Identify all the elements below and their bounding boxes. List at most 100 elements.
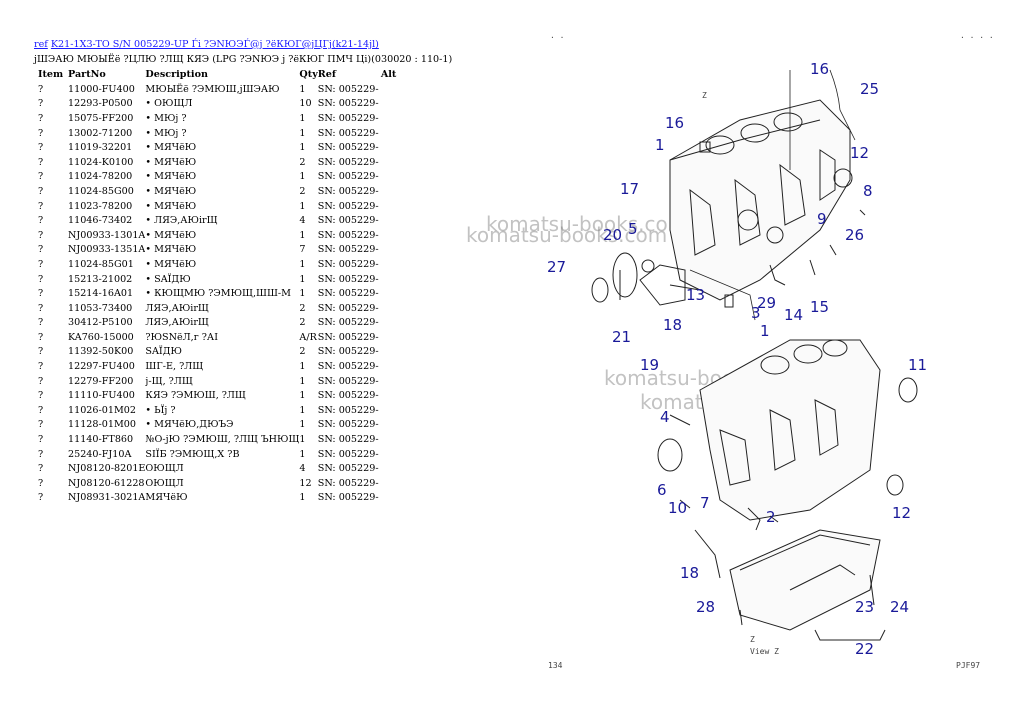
watermark: komatsu-books.com [466,223,668,247]
qty-cell: A/R [299,331,317,343]
description-cell: • ЛЯЭ,АЮirЩ [145,215,218,227]
callout-1-upper: 1 [655,136,665,154]
callout-8: 8 [863,182,873,200]
description-cell: • МЯЧёЮ,ДЮЪЭ [145,419,234,431]
corner-mark: · · · · [960,33,994,42]
alt-cell [379,287,399,302]
description-cell: • МЯЧёЮ [145,171,197,183]
description-cell: ЛЯЭ,АЮirЩ [145,302,209,314]
alt-cell [379,273,399,288]
part-number-cell: 11392-50K00 [68,346,134,358]
description-cell: • МЯЧёЮ [145,258,197,270]
description-cell: ОЮЩЛ [145,463,184,475]
qty-cell: 4 [299,463,306,475]
ref-cell: SN: 005229- [317,331,379,343]
ref-cell: SN: 005229- [317,171,379,183]
alt-cell [379,185,399,200]
callout-28: 28 [696,598,715,616]
description-cell: ?ЮSNёЛ,г ?АI [145,331,218,343]
part-number-cell: 30412-P5100 [68,317,133,329]
header-line: ref K21-1X3-TO S/N 005229-UP Ѓі ?ЭNЮЭЃ@j… [34,38,404,53]
ref-cell: SN: 005229- [317,419,379,431]
item-cell: ? [38,492,44,504]
ref-cell: SN: 005229- [317,302,379,314]
part-number-cell: 12293-P0500 [68,98,133,110]
ref-cell: SN: 005229- [317,156,379,168]
part-number-cell: 11019-32201 [68,142,133,154]
callout-12-lower: 12 [892,504,911,522]
callout-24: 24 [890,598,909,616]
item-cell: ? [38,463,44,475]
qty-cell: 1 [299,258,306,270]
description-cell: • МЮj ? [145,127,187,139]
column-header-alt: Alt [380,69,397,81]
item-cell: ? [38,390,44,402]
qty-cell: 10 [299,98,312,110]
ref-link[interactable]: ref [34,39,48,50]
ref-cell: SN: 005229- [317,273,379,285]
part-number-cell: 11128-01M00 [68,419,136,431]
alt-cell [379,97,399,112]
callout-16: 16 [665,114,684,132]
alt-cell [379,448,399,463]
alt-cell [379,258,399,273]
part-number-cell: 12297-FU400 [68,361,135,373]
item-cell: ? [38,215,44,227]
page-number-left: 134 [548,661,563,670]
callout-1-lower: 1 [760,322,770,340]
qty-cell: 1 [299,273,306,285]
alt-cell [379,375,399,390]
description-cell: SAЇДЮ [145,346,182,358]
qty-cell: 1 [299,142,306,154]
watermark: komatsu-books.com [486,212,688,236]
alt-cell [379,433,399,448]
callout-15: 15 [810,298,829,316]
callout-4: 4 [660,408,670,426]
page-number-right: PJF97 [956,661,980,670]
ref-cell: SN: 005229- [317,185,379,197]
qty-cell: 2 [299,346,306,358]
part-number-cell: 11140-FT860 [68,434,134,446]
item-cell: ? [38,200,44,212]
part-number-cell: 15214-16A01 [68,288,134,300]
item-cell: ? [38,434,44,446]
qty-cell: 1 [299,361,306,373]
callout-10: 10 [668,499,687,517]
ref-cell: SN: 005229- [317,244,379,256]
part-number-cell: 13002-71200 [68,127,133,139]
part-number-cell: 11024-K0100 [68,156,134,168]
part-number-cell: 11024-85G00 [68,185,134,197]
part-number-cell: NJ08931-3021A [68,492,146,504]
part-number-cell: 11053-73400 [68,302,133,314]
assembly-title: jШЭАЮ МЮЫЁё ?ЦЛЮ ?ЛЩ КЯЭ (LPG ?ЭNЮЭ j ?ё… [34,53,453,65]
qty-cell: 1 [299,171,306,183]
description-cell: • МЮj ? [145,112,187,124]
callout-20: 20 [603,226,622,244]
ref-cell: SN: 005229- [317,229,379,241]
alt-cell [379,170,399,185]
alt-cell [379,229,399,244]
item-cell: ? [38,419,44,431]
part-number-cell: NJ08120-61228 [68,477,145,489]
description-cell: ОЮЩЛ [145,477,184,489]
callout-12-upper: 12 [850,144,869,162]
ref-cell: SN: 005229- [317,142,379,154]
column-header-description: Description [145,69,208,81]
alt-cell [379,360,399,375]
model-link[interactable]: K21-1X3-TO S/N 005229-UP Ѓі ?ЭNЮЭЃ@j ?ёК… [50,39,379,50]
item-cell: ? [38,185,44,197]
part-number-cell: KA760-15000 [68,331,134,343]
